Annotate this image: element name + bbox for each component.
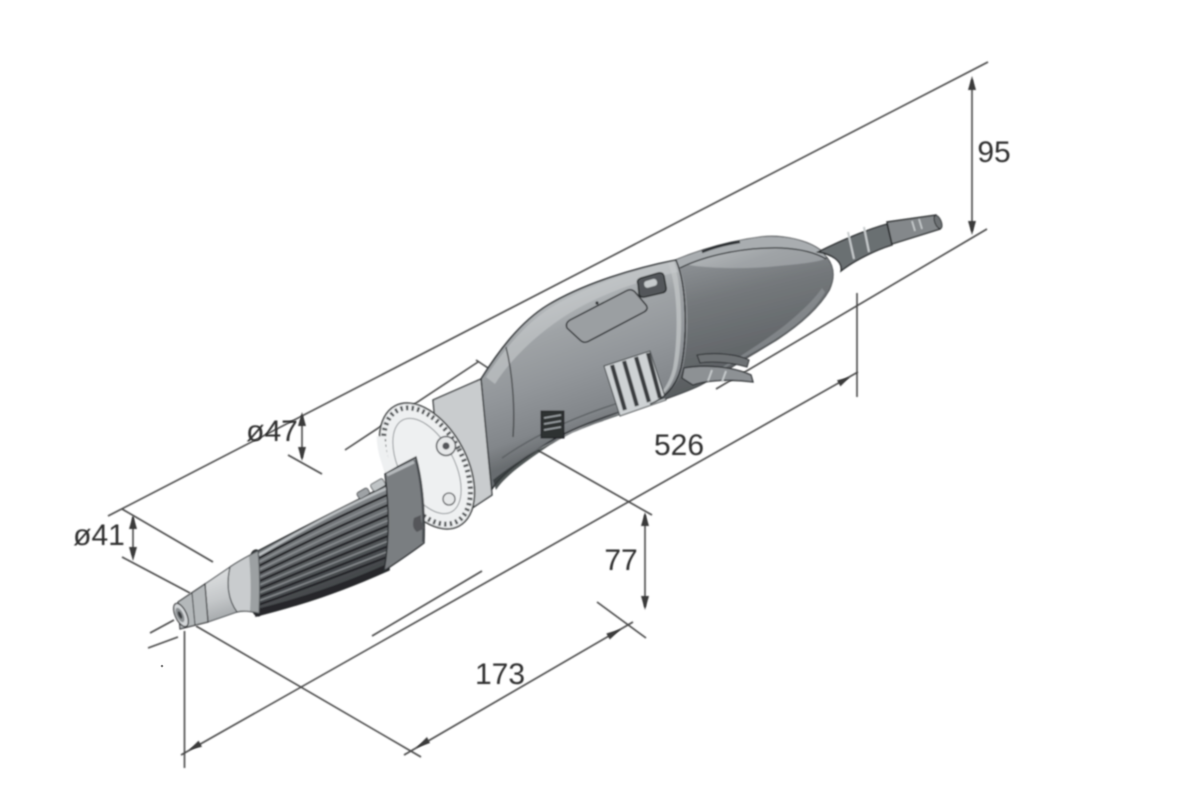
svg-text:526: 526 — [654, 429, 704, 462]
svg-text:77: 77 — [604, 544, 637, 577]
svg-text:ø47: ø47 — [246, 415, 298, 448]
svg-text:173: 173 — [475, 658, 525, 691]
svg-text:ø41: ø41 — [73, 519, 125, 552]
svg-text:95: 95 — [977, 136, 1010, 169]
